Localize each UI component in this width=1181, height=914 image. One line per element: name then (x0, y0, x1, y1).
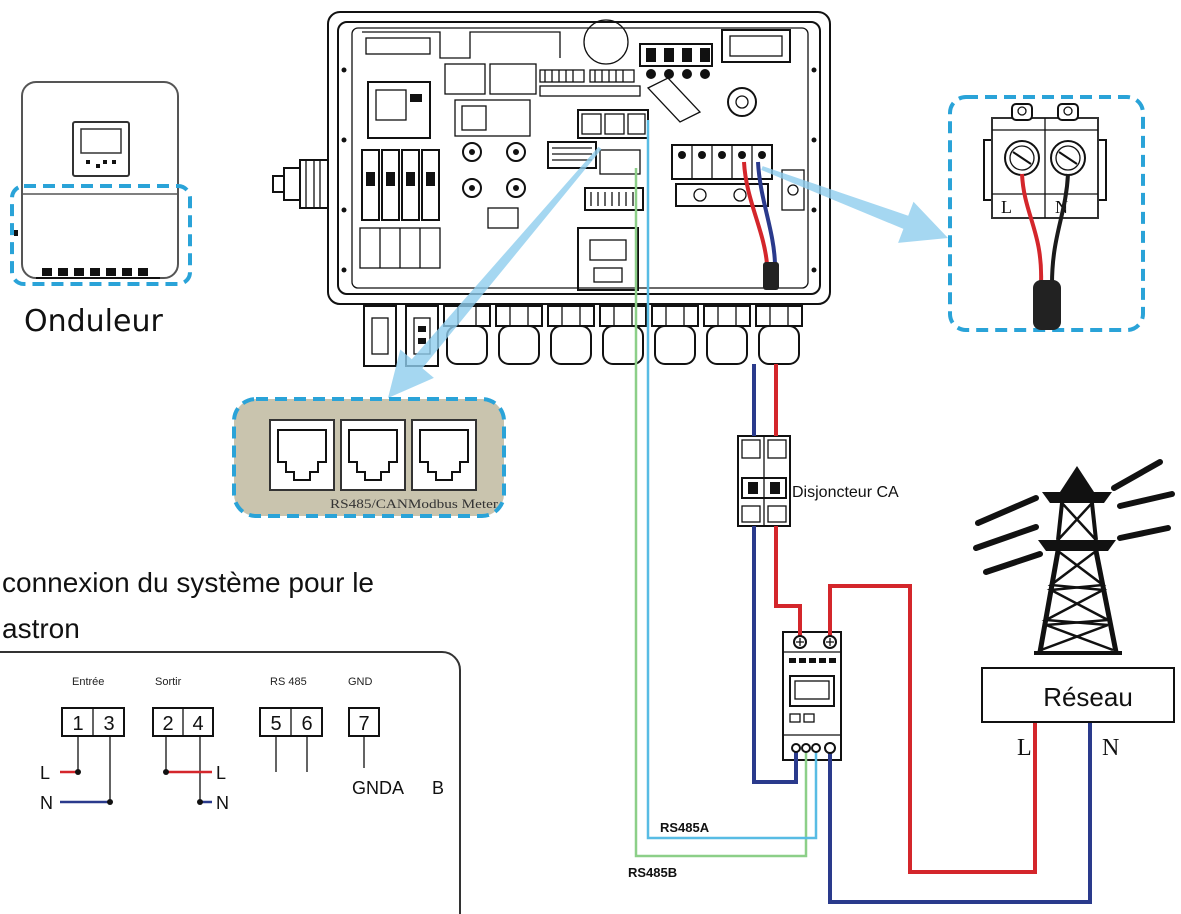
meter-wiring-title-line1: connexion du système pour le (2, 567, 374, 598)
ac-output-terminal (671, 87, 805, 290)
zoom-arrow-ac-terminal (761, 166, 948, 243)
meter-terminals (791, 635, 837, 754)
terminal-3: 3 (103, 713, 114, 735)
rs485b-label: RS485B (628, 865, 677, 880)
power-pylon-icon (973, 459, 1175, 655)
output-line-label: L (216, 763, 226, 783)
meter-wiring-title-line2: astron (2, 613, 80, 644)
comm-ports-panel: RS485/CANModbus Meter (232, 397, 506, 518)
header-rs485: RS 485 (270, 676, 307, 688)
internal-breakers (359, 149, 441, 269)
meter-display (789, 675, 835, 707)
terminal-5: 5 (270, 713, 281, 735)
header-output: Sortir (155, 676, 182, 688)
wire-line-meter-to-grid (828, 584, 1037, 874)
terminal-group-gnd: 7 GNDA B (348, 707, 444, 798)
control-board (362, 19, 791, 139)
header-input: Entrée (72, 676, 104, 688)
rj45-port-meter (411, 419, 477, 491)
internal-line-wire (742, 161, 769, 265)
wire-rs485a (646, 120, 818, 840)
grid-line-label: L (1017, 735, 1032, 761)
zoom-line-label: L (1001, 197, 1012, 217)
inverter-bottom-connectors (36, 268, 160, 279)
wire-line-breaker-to-meter (774, 526, 802, 642)
zoom-arrow-comm-ports (388, 146, 602, 398)
grid-label: Réseau (1043, 682, 1133, 712)
comm-ports-label: RS485/CANModbus Meter (330, 496, 499, 511)
ac-breaker: Disjoncteur CA (737, 435, 899, 527)
breaker-label: Disjoncteur CA (792, 484, 899, 501)
gnd-label: GNDA (352, 778, 404, 798)
ac-terminal-zoom: L N (948, 95, 1145, 332)
grid-box: Réseau L N (981, 667, 1175, 761)
power-terminals (454, 99, 531, 229)
cable-sheath (1033, 280, 1061, 330)
wire-rs485b (634, 168, 808, 858)
rj45-port-rs485-can (269, 419, 335, 491)
grid-neutral-label: N (1102, 735, 1119, 761)
meter-wiring-panel: connexion du système pour le astron Entr… (0, 567, 461, 914)
rs485-wiring: RS485A RS485B (628, 120, 818, 880)
zoom-neutral-wire (1050, 173, 1070, 285)
rj45-port-modbus (340, 419, 406, 491)
terminal-7: 7 (358, 713, 369, 735)
terminal-6: 6 (301, 713, 312, 735)
energy-meter (782, 631, 842, 761)
housing-screws (341, 67, 817, 273)
main-inverter (327, 11, 831, 305)
zoom-line-wire (1020, 173, 1044, 285)
output-neutral-label: N (216, 793, 229, 813)
board-comm-ports (547, 109, 649, 291)
input-line-label: L (40, 763, 50, 783)
comm-ports-frame (232, 397, 506, 518)
ac-terminal-zoom-frame (948, 95, 1145, 332)
header-gnd: GND (348, 676, 373, 688)
dc-switch-handle (272, 159, 329, 209)
wire-neutral-breaker-to-meter (752, 526, 798, 784)
internal-neutral-wire (756, 161, 777, 265)
rs485a-label: RS485A (660, 820, 710, 835)
terminal-2: 2 (162, 713, 173, 735)
inverter-highlight-frame (10, 184, 192, 286)
terminal-group-output: 2 4 L N (152, 707, 229, 813)
terminal-group-rs485: 5 6 (259, 707, 323, 772)
input-neutral-label: N (40, 793, 53, 813)
inverter-label: Onduleur (24, 304, 163, 339)
b-label: B (432, 778, 444, 798)
cable-glands (363, 305, 803, 367)
terminal-1: 1 (72, 713, 83, 735)
power-wiring (752, 364, 1092, 904)
inverter-overview: Onduleur (10, 81, 192, 339)
terminal-4: 4 (192, 713, 203, 735)
wire-neutral-meter-to-grid (828, 722, 1092, 904)
terminal-group-input: 1 3 L N (40, 707, 125, 813)
